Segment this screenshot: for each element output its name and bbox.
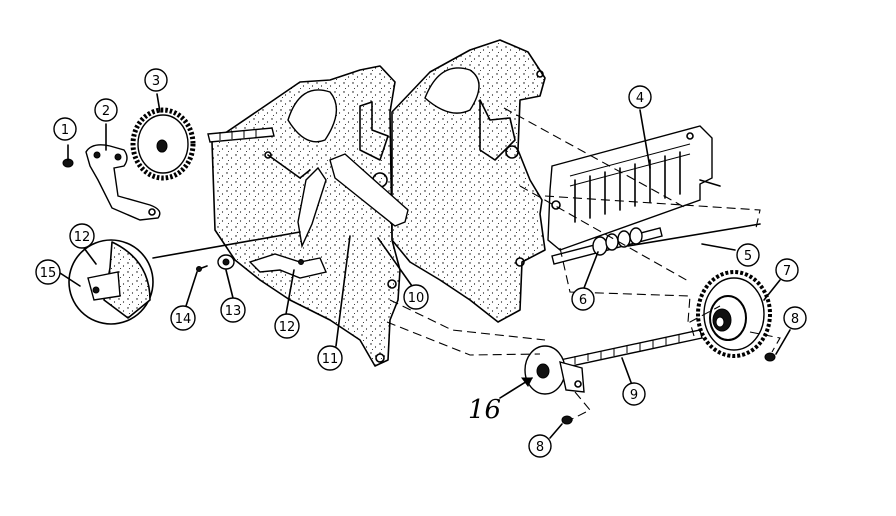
callout-9: 9 — [622, 382, 646, 406]
worm-shaft — [559, 329, 703, 369]
callout-10: 10 — [403, 284, 429, 310]
callout-3: 3 — [144, 68, 168, 92]
callout-13-number: 13 — [225, 304, 242, 319]
linkage-lever — [248, 166, 327, 279]
callout-13: 13 — [220, 297, 246, 323]
callout-6: 6 — [571, 287, 595, 311]
screw-part-8-right — [764, 352, 776, 362]
callout-10-number: 10 — [408, 291, 425, 306]
drive-gear — [130, 107, 196, 181]
callout-5: 5 — [736, 243, 760, 267]
thin-rod — [627, 223, 761, 247]
callout-14: 14 — [170, 305, 196, 331]
gear-shaft — [207, 127, 275, 143]
callout-8-lower: 8 — [528, 434, 552, 458]
callout-8-right: 8 — [783, 306, 807, 330]
callout-12-detail-number: 12 — [74, 230, 91, 245]
callout-5-number: 5 — [744, 249, 752, 264]
rear-side-plate — [391, 39, 546, 323]
callout-2: 2 — [94, 98, 118, 122]
callout-6-number: 6 — [579, 293, 587, 308]
callout-11-number: 11 — [322, 352, 339, 367]
callout-12-center: 12 — [274, 313, 300, 339]
leader-lines — [59, 93, 791, 439]
callout-11: 11 — [317, 345, 343, 371]
callout-8-right-number: 8 — [791, 312, 799, 327]
callout-7-number: 7 — [783, 264, 791, 279]
callout-4: 4 — [628, 85, 652, 109]
roller-shaft — [551, 227, 663, 265]
callout-4-number: 4 — [636, 91, 644, 106]
callout-15-number: 15 — [40, 266, 57, 281]
callout-15: 15 — [35, 259, 61, 285]
handwritten-part-label: 16 — [468, 395, 501, 425]
detail-magnifier — [68, 231, 301, 325]
drum-gear — [696, 270, 772, 358]
callout-7: 7 — [775, 258, 799, 282]
callout-1: 1 — [53, 117, 77, 141]
callout-9-number: 9 — [630, 388, 638, 403]
washer-part-13 — [217, 254, 235, 270]
callout-14-number: 14 — [175, 312, 192, 327]
callout-2-number: 2 — [102, 104, 110, 119]
callout-3-number: 3 — [152, 74, 160, 89]
callout-8-lower-number: 8 — [536, 440, 544, 455]
bracket-lever — [85, 144, 161, 221]
end-gear-16 — [524, 345, 585, 395]
callout-12-center-number: 12 — [279, 320, 296, 335]
screw-part-14 — [196, 265, 208, 272]
typebar-assembly — [547, 125, 721, 251]
callout-1-number: 1 — [61, 123, 69, 138]
assembly-dashed-lines — [386, 107, 781, 421]
callout-12-detail: 12 — [69, 223, 95, 249]
